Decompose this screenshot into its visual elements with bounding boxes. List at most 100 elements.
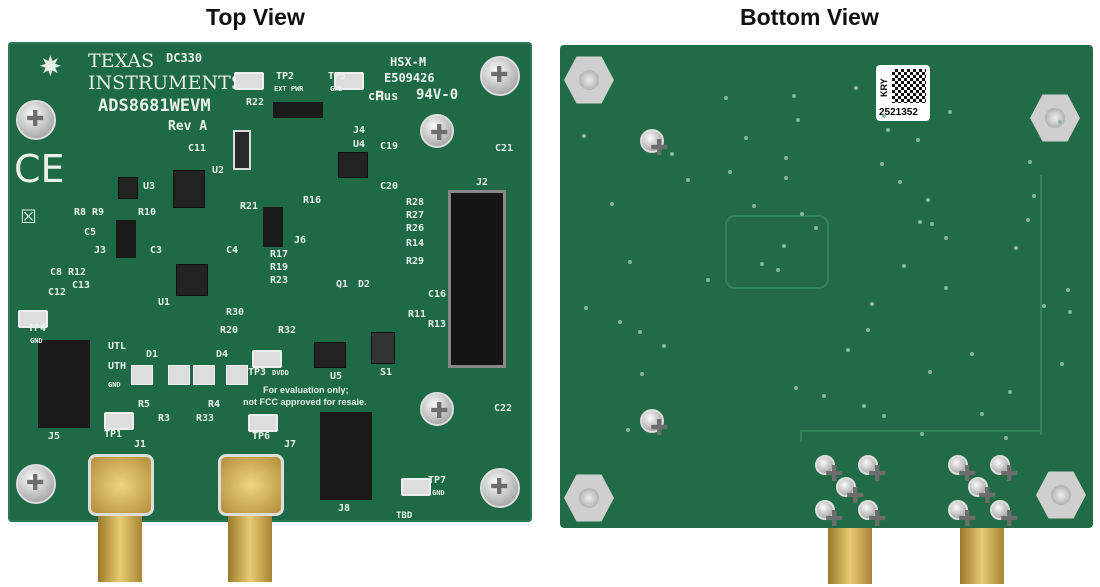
ce-mark-icon: CE (14, 147, 65, 191)
via (782, 244, 786, 248)
test-point-tp7[interactable] (401, 478, 431, 496)
pin-pad (948, 500, 976, 532)
silkscreen-label: R4 (208, 399, 221, 410)
silkscreen-label: C8 (50, 267, 63, 278)
header-j5[interactable] (38, 340, 90, 428)
via (886, 128, 890, 132)
chip-u2 (173, 170, 205, 208)
silkscreen-label: TP7 (428, 475, 447, 486)
via (776, 268, 780, 272)
switch-s1[interactable] (371, 332, 395, 364)
datamatrix-code-icon (892, 69, 926, 103)
via (670, 152, 674, 156)
via (626, 428, 630, 432)
ul-file-number: E509426 (384, 71, 435, 85)
test-point-tp2[interactable] (234, 72, 264, 90)
silkscreen-label: D4 (216, 349, 229, 360)
silkscreen-label: U4 (353, 139, 366, 150)
jumper-j6[interactable] (263, 207, 283, 247)
manufacturer-marking: HSX-M (390, 55, 427, 69)
silkscreen-label: R8 (74, 207, 87, 218)
via (814, 226, 818, 230)
via (926, 198, 930, 202)
silkscreen-label: D1 (146, 349, 159, 360)
silkscreen-label: C13 (72, 280, 91, 291)
silkscreen-label: C20 (380, 181, 399, 192)
pin-pad (815, 500, 843, 532)
via (610, 202, 614, 206)
silkscreen-label: R19 (270, 262, 289, 273)
silkscreen-label: U5 (330, 371, 343, 382)
via (944, 236, 948, 240)
header-j8[interactable] (320, 412, 372, 500)
silkscreen-label: J4 (353, 125, 366, 136)
via (686, 178, 690, 182)
via (752, 204, 756, 208)
via (724, 96, 728, 100)
hex-standoff-icon (1036, 471, 1086, 519)
via (640, 372, 644, 376)
test-point-tp5[interactable] (334, 72, 364, 90)
sma-connector[interactable] (828, 528, 872, 584)
label-code: KRY (879, 78, 889, 97)
silkscreen-label: DVDD (272, 369, 289, 377)
via (582, 134, 586, 138)
test-point-tp1[interactable] (104, 412, 134, 430)
via (822, 394, 826, 398)
via (1060, 362, 1064, 366)
silkscreen-label: U3 (143, 181, 156, 192)
silkscreen-label: UTH (108, 361, 127, 372)
via (584, 306, 588, 310)
sma-connector-body (218, 454, 284, 516)
silkscreen-label: R17 (270, 249, 289, 260)
silkscreen-label: J7 (284, 439, 297, 450)
jumper-j4[interactable] (273, 102, 323, 118)
silkscreen-label: D2 (358, 279, 371, 290)
silkscreen-label: R20 (220, 325, 239, 336)
via (1008, 390, 1012, 394)
pcb-trace (800, 430, 1042, 442)
silkscreen-label: R21 (240, 201, 259, 212)
board-code: DC330 (166, 51, 203, 65)
ul-logo-icon: c𝐑us (368, 89, 399, 103)
test-point-tp3[interactable] (252, 350, 282, 368)
silkscreen-label: GND (330, 85, 343, 93)
screw-icon (480, 468, 520, 508)
silkscreen-label: R12 (68, 267, 87, 278)
sma-connector[interactable] (960, 528, 1004, 584)
silkscreen-label: C21 (495, 143, 514, 154)
silkscreen-label: J1 (134, 439, 147, 450)
pcb-trace (725, 215, 829, 289)
via (1028, 160, 1032, 164)
pcb-trace (1000, 175, 1042, 435)
via (784, 156, 788, 160)
via (918, 220, 922, 224)
via (970, 352, 974, 356)
silkscreen-label: R16 (303, 195, 322, 206)
via (1032, 194, 1036, 198)
via (862, 404, 866, 408)
via (916, 138, 920, 142)
test-point-tp4[interactable] (18, 310, 48, 328)
via (618, 320, 622, 324)
silkscreen-label: R5 (138, 399, 151, 410)
screw-icon (16, 100, 56, 140)
chip-u4 (338, 152, 368, 178)
pin-pad (858, 500, 886, 532)
silkscreen-label: R26 (406, 223, 425, 234)
pin-pad (990, 455, 1018, 487)
silkscreen-label: J2 (476, 177, 489, 188)
silkscreen-label: GND (432, 489, 445, 497)
jumper-j3[interactable] (116, 220, 136, 258)
via (880, 162, 884, 166)
chip-u5 (314, 342, 346, 368)
silkscreen-label: TP5 (328, 71, 347, 82)
via (948, 110, 952, 114)
test-point-tp6[interactable] (248, 414, 278, 432)
silkscreen-label: R3 (158, 413, 171, 424)
diode-d3 (233, 130, 251, 170)
silkscreen-label: C4 (226, 245, 239, 256)
pad (193, 365, 215, 385)
via (784, 176, 788, 180)
silkscreen-label: R23 (270, 275, 289, 286)
